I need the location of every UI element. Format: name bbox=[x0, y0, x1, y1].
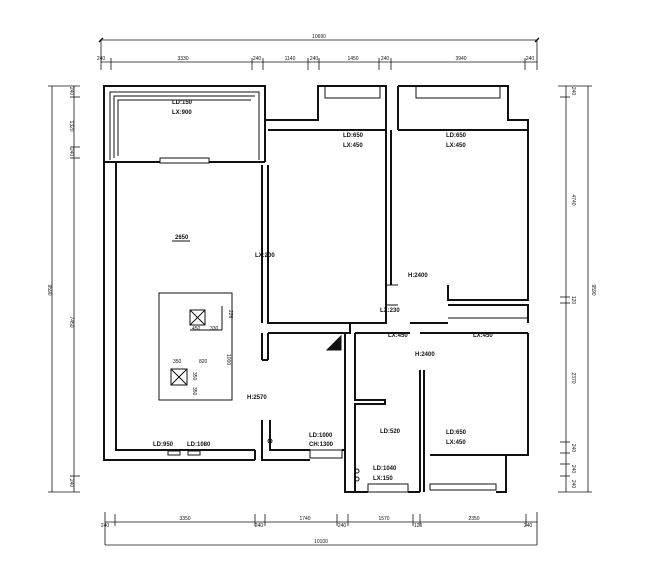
top-dim-2: 3330 bbox=[177, 56, 188, 62]
top-dim-8: 3940 bbox=[455, 56, 466, 62]
door-lx-label: LX:200 bbox=[255, 253, 275, 259]
living-height-label: 2650 bbox=[175, 235, 189, 241]
room-labels: LD:150 LX:900 LD:650 LX:450 LD:650 LX:45… bbox=[153, 100, 493, 482]
top-total-dim: 10690 bbox=[312, 34, 326, 40]
height-2570-label: H:2570 bbox=[247, 395, 267, 401]
ld1000-label: LD:1000 bbox=[309, 433, 333, 439]
right-dim-6: 240 bbox=[570, 465, 576, 474]
bottom-dim-7: 120 bbox=[414, 523, 423, 529]
room4-ld-label: LD:650 bbox=[446, 430, 467, 436]
right-dim-2: 4740 bbox=[570, 194, 576, 205]
right-dim-4: 2370 bbox=[570, 372, 576, 383]
bottom-dim-4: 1740 bbox=[299, 516, 310, 522]
top-dim-4: 1140 bbox=[285, 56, 296, 62]
ch1300-label: CH:1300 bbox=[309, 442, 334, 448]
bottom-dim-5: 240 bbox=[338, 523, 347, 529]
lx450-label-b: LX:450 bbox=[473, 333, 493, 339]
right-total-dim: 9590 bbox=[590, 284, 596, 295]
room2-ld-label: LD:650 bbox=[343, 133, 364, 139]
top-dim-1: 240 bbox=[97, 56, 106, 62]
balcony-lx-label: LX:900 bbox=[172, 110, 192, 116]
height-2400-label-b: H:2400 bbox=[415, 352, 435, 358]
top-dim-5: 240 bbox=[310, 56, 319, 62]
island-dim-1000: 1000 bbox=[225, 354, 231, 365]
ld950-label: LD:950 bbox=[153, 442, 174, 448]
left-dim-4: 7450 bbox=[68, 316, 74, 327]
ld1080-label: LD:1080 bbox=[187, 442, 211, 448]
island-dim-450: 450 bbox=[192, 326, 201, 332]
lx150-label: LX:150 bbox=[373, 476, 393, 482]
ld520-label: LD:520 bbox=[380, 429, 401, 435]
top-dimensions: 10690 240 3330 240 1140 240 1450 240 394… bbox=[97, 34, 540, 70]
left-dimensions: 9590 240 1320 240 7450 240 bbox=[46, 85, 80, 493]
island-dim-820: 820 bbox=[199, 359, 208, 365]
bottom-dim-8: 2350 bbox=[468, 516, 479, 522]
height-2400-label: H:2400 bbox=[408, 273, 428, 279]
right-dim-7: 240 bbox=[570, 480, 576, 489]
left-dim-3: 240 bbox=[68, 148, 74, 157]
top-dim-9: 240 bbox=[526, 56, 535, 62]
room3-ld-label: LD:650 bbox=[446, 133, 467, 139]
balcony-ld-label: LD:150 bbox=[172, 100, 193, 106]
fixtures bbox=[167, 240, 360, 482]
room4-lx-label: LX:450 bbox=[446, 440, 466, 446]
top-dim-6: 1450 bbox=[347, 56, 358, 62]
lx230-label: LX:230 bbox=[380, 308, 400, 314]
left-total-dim: 9590 bbox=[46, 284, 52, 295]
island-dim-330: 330 bbox=[210, 326, 219, 332]
bottom-dim-6: 1570 bbox=[378, 516, 389, 522]
bottom-dim-2: 3350 bbox=[179, 516, 190, 522]
left-dim-1: 240 bbox=[68, 87, 74, 96]
right-dim-3: 120 bbox=[570, 296, 576, 305]
walls bbox=[103, 85, 529, 493]
lx450-label-a: LX:450 bbox=[388, 333, 408, 339]
right-dimensions: 9590 240 4740 120 2370 240 240 240 bbox=[558, 85, 596, 493]
ld1040-label: LD:1040 bbox=[373, 466, 397, 472]
right-dim-1: 240 bbox=[570, 87, 576, 96]
island-dim-350c: 350 bbox=[191, 387, 197, 396]
island-dim-226: 226 bbox=[227, 310, 233, 319]
bottom-dim-9: 240 bbox=[524, 523, 533, 529]
bottom-dimensions: 240 3350 240 1740 240 1570 120 2350 240 … bbox=[101, 512, 538, 546]
room2-lx-label: LX:450 bbox=[343, 143, 363, 149]
bottom-dim-3: 240 bbox=[255, 523, 264, 529]
room3-lx-label: LX:450 bbox=[446, 143, 466, 149]
kitchen-island: 450 330 226 350 820 1000 350 350 bbox=[158, 292, 233, 401]
top-dim-3: 240 bbox=[253, 56, 262, 62]
top-dim-7: 240 bbox=[381, 56, 390, 62]
bottom-total-dim: 10100 bbox=[314, 539, 328, 545]
left-dim-5: 240 bbox=[68, 479, 74, 488]
island-dim-350a: 350 bbox=[173, 359, 182, 365]
bottom-dim-1: 240 bbox=[101, 523, 110, 529]
island-dim-350b: 350 bbox=[191, 372, 197, 381]
left-dim-2: 1320 bbox=[68, 120, 74, 131]
right-dim-5: 240 bbox=[570, 444, 576, 453]
